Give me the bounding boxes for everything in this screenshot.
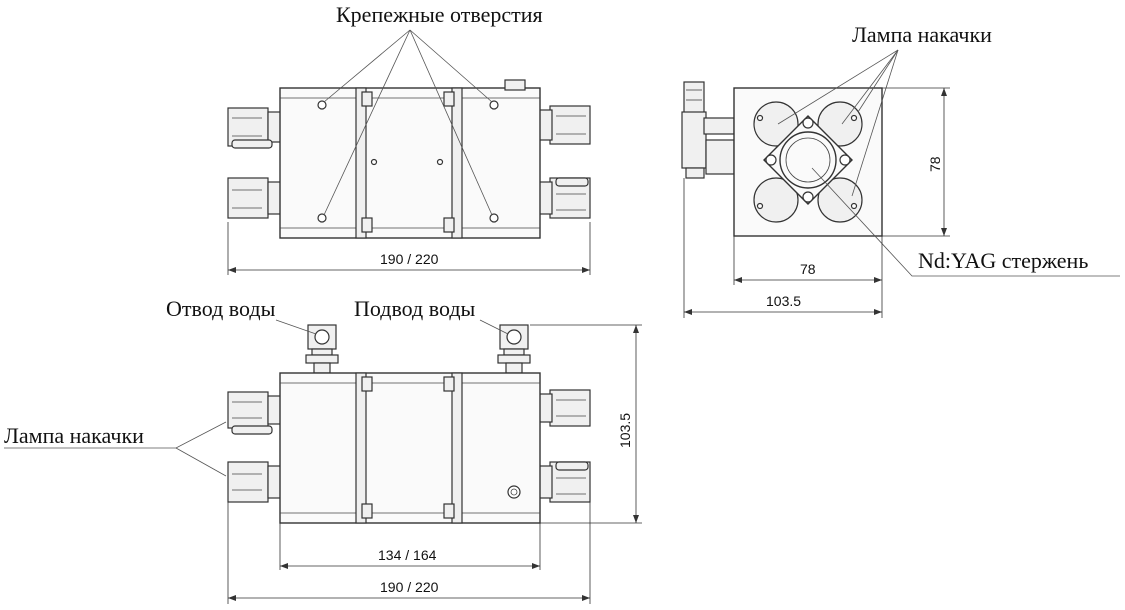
lamp-connector-top-right: [537, 105, 591, 145]
lamp-connector-side-top-left: [227, 391, 283, 435]
top-view-body: [279, 87, 541, 239]
water-outlet-label: Отвод воды: [166, 296, 276, 321]
side-view-height-dimension: 103.5: [617, 413, 633, 448]
mounting-hole: [489, 100, 499, 110]
end-view-height-dimension: 78: [927, 156, 943, 172]
top-view-length-dimension: 190 / 220: [380, 251, 439, 267]
mounting-hole: [489, 213, 499, 223]
end-view-overall-width-dimension: 103.5: [766, 293, 801, 309]
mounting-hole: [317, 100, 327, 110]
side-view-body: [279, 372, 541, 524]
mounting-hole: [317, 213, 327, 223]
side-view-body-length-dimension: 134 / 164: [378, 547, 437, 563]
water-outlet-fitting: [305, 324, 339, 374]
nd-yag-rod-label: Nd:YAG стержень: [918, 248, 1088, 273]
lamp-connector-top-left: [227, 107, 283, 149]
side-view-overall-length-dimension: 190 / 220: [380, 579, 439, 595]
lamp-connector-bottom-right: [537, 177, 591, 219]
water-inlet-label: Подвод воды: [354, 296, 476, 321]
pump-lamps-end: [753, 101, 863, 223]
lamp-connector-bottom-left: [227, 177, 283, 219]
mounting-holes-label: Крепежные отверстия: [336, 2, 543, 27]
side-view: Отвод воды Подвод воды Лампа накачки 103…: [4, 296, 642, 604]
lamp-connector-side-top-right: [537, 389, 591, 427]
end-view-width-dimension: 78: [800, 261, 816, 277]
water-inlet-fitting: [497, 324, 531, 374]
lamp-connector-side-bottom-right: [537, 461, 591, 503]
pump-lamp-label-end-view: Лампа накачки: [852, 22, 992, 47]
pump-lamp-label-side-view: Лампа накачки: [4, 423, 144, 448]
top-view: Крепежные отверстия 190 / 220: [227, 2, 591, 275]
nd-yag-rod: [779, 131, 837, 189]
end-view: Лампа накачки Nd:YAG стержень 78 78 103.…: [681, 22, 1120, 318]
water-fitting-side: [681, 81, 735, 179]
lamp-connector-side-bottom-left: [227, 461, 283, 503]
